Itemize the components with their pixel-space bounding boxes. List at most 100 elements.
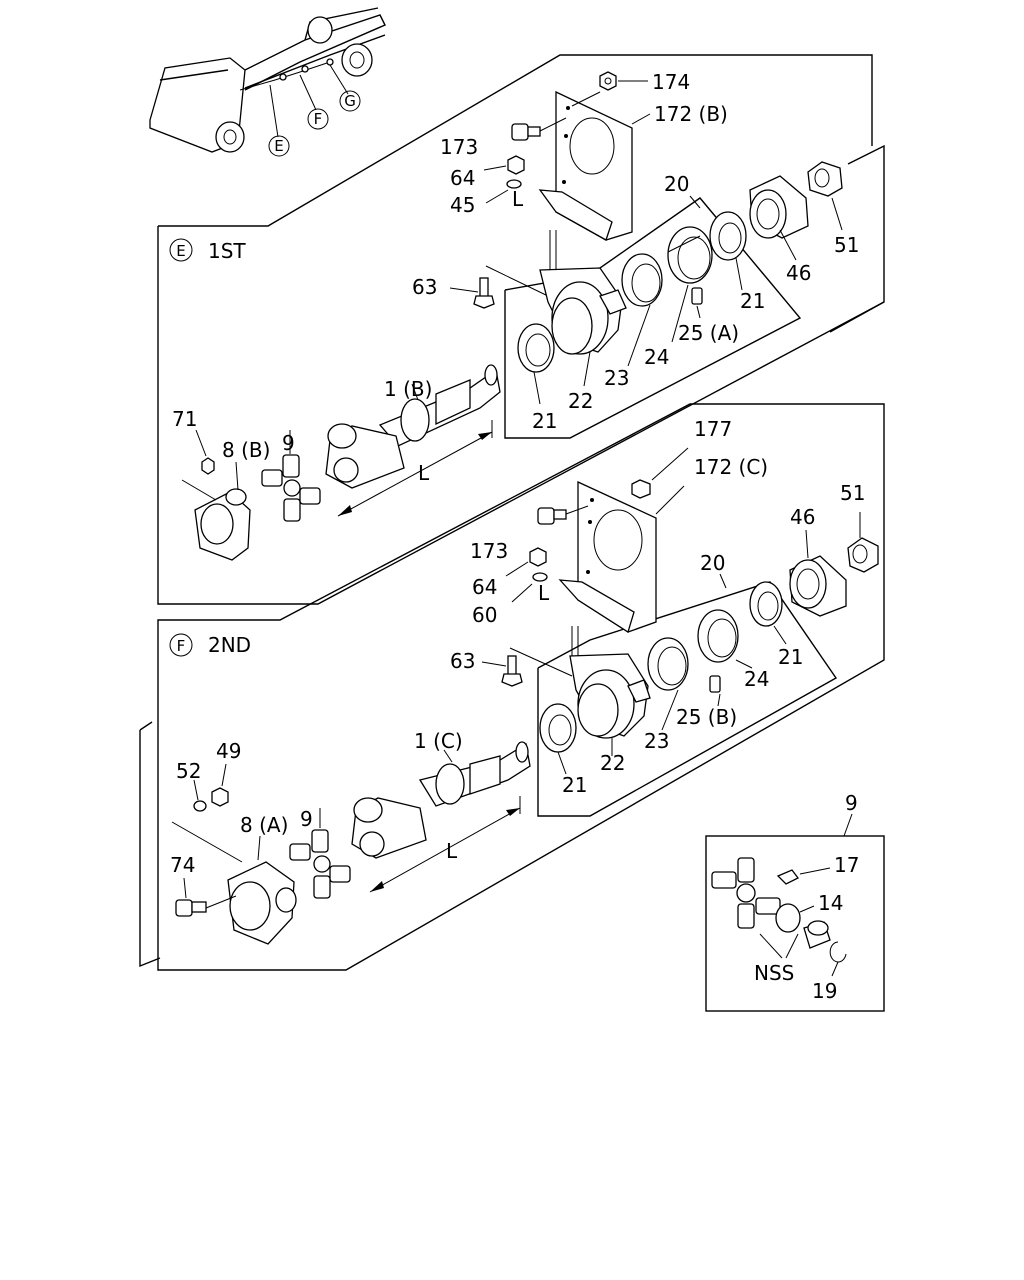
label-21d: 21	[562, 773, 587, 797]
label-64b: 64	[472, 575, 497, 599]
section-first-title: 1ST	[208, 239, 246, 263]
detail-box-spider	[705, 813, 885, 1012]
bearing-23a	[621, 253, 663, 307]
section-second-frame: F 2ND	[139, 403, 885, 971]
leaders-first	[235, 113, 843, 491]
label-60: 60	[472, 603, 497, 627]
seal-21d	[749, 581, 783, 627]
nut-49	[211, 763, 229, 807]
label-52: 52	[176, 759, 201, 783]
seal-21b	[709, 211, 747, 261]
nut-51a	[807, 161, 843, 197]
label-8a: 8 (A)	[240, 813, 288, 837]
label-20a: 20	[664, 172, 689, 196]
seal-21c	[539, 703, 577, 753]
label-177: 177	[694, 417, 732, 441]
section-second-marker: F	[177, 637, 186, 655]
length-dimension-first	[337, 420, 493, 517]
bracket-172b	[538, 90, 633, 272]
grease-nipple-25a	[691, 287, 703, 319]
nut-71	[181, 429, 217, 501]
label-173a: 173	[440, 135, 478, 159]
center-bearing-22b	[569, 653, 651, 739]
nut-64a	[483, 155, 525, 204]
label-24a: 24	[644, 345, 669, 369]
label-45: 45	[450, 193, 475, 217]
label-21a: 21	[740, 289, 765, 313]
sleeve-24b	[697, 609, 739, 663]
grease-nipple-25b	[709, 675, 721, 693]
nut-51b	[847, 537, 879, 573]
truck-marker-f: F	[314, 110, 323, 128]
label-21b: 21	[532, 409, 557, 433]
label-nss: NSS	[754, 961, 794, 985]
label-173b: 173	[470, 539, 508, 563]
label-46a: 46	[786, 261, 811, 285]
label-174: 174	[652, 70, 690, 94]
label-25b: 25 (B)	[676, 705, 737, 729]
label-la2: L	[538, 581, 550, 605]
label-14: 14	[818, 891, 843, 915]
label-la: L	[418, 461, 430, 485]
label-172c: 172 (C)	[694, 455, 768, 479]
label-23b: 23	[644, 729, 669, 753]
label-8b: 8 (B)	[222, 438, 270, 462]
truck-marker-e: E	[274, 137, 283, 155]
bearing-box-first	[504, 197, 802, 439]
label-25a: 25 (A)	[678, 321, 739, 345]
label-23a: 23	[604, 366, 629, 390]
label-24b: 24	[744, 667, 769, 691]
label-20b: 20	[700, 551, 725, 575]
nut-174	[571, 71, 648, 107]
label-74: 74	[170, 853, 195, 877]
bracket-172c	[558, 480, 657, 660]
bolt-173a	[511, 117, 567, 141]
section-first-marker: E	[176, 242, 185, 260]
label-17: 17	[834, 853, 859, 877]
label-la1: L	[512, 187, 524, 211]
leaders-second	[257, 485, 861, 861]
section-first-frame: E 1ST	[157, 54, 885, 605]
truck-marker-e-circle	[268, 135, 290, 157]
bearing-box-second	[537, 581, 838, 817]
label-49: 49	[216, 739, 241, 763]
yoke-1b	[325, 423, 405, 489]
seal-21a	[517, 323, 555, 373]
shaft-1b	[378, 364, 501, 447]
label-22b: 22	[600, 751, 625, 775]
label-19: 19	[812, 979, 837, 1003]
label-51b: 51	[840, 481, 865, 505]
bolt-74	[175, 877, 237, 917]
label-9b: 9	[300, 807, 313, 831]
sleeve-24a	[667, 226, 713, 284]
label-9c: 9	[845, 791, 858, 815]
label-64a: 64	[450, 166, 475, 190]
section-second-title: 2ND	[208, 633, 251, 657]
label-lb: L	[446, 839, 458, 863]
truck-marker-g: G	[344, 92, 356, 110]
label-1b: 1 (B)	[384, 377, 432, 401]
label-9a: 9	[282, 431, 295, 455]
flange-yoke-8b	[194, 488, 251, 561]
bolt-63a	[449, 277, 495, 309]
label-22a: 22	[568, 389, 593, 413]
flange-46a	[749, 175, 809, 239]
nut-177	[631, 447, 689, 499]
label-51a: 51	[834, 233, 859, 257]
flange-46b	[789, 555, 847, 617]
bearing-23b	[647, 637, 689, 691]
label-21c: 21	[778, 645, 803, 669]
label-63b: 63	[450, 649, 475, 673]
label-1c: 1 (C)	[414, 729, 463, 753]
truck-location-sketch: E F G	[149, 7, 386, 157]
spider-9a	[261, 454, 321, 522]
label-172b: 172 (B)	[654, 102, 728, 126]
washer-52	[171, 779, 243, 863]
label-63a: 63	[412, 275, 437, 299]
nut-64b	[505, 547, 548, 603]
length-dimension-second	[369, 796, 521, 893]
center-bearing-22a	[539, 267, 627, 355]
label-71: 71	[172, 407, 197, 431]
label-46b: 46	[790, 505, 815, 529]
